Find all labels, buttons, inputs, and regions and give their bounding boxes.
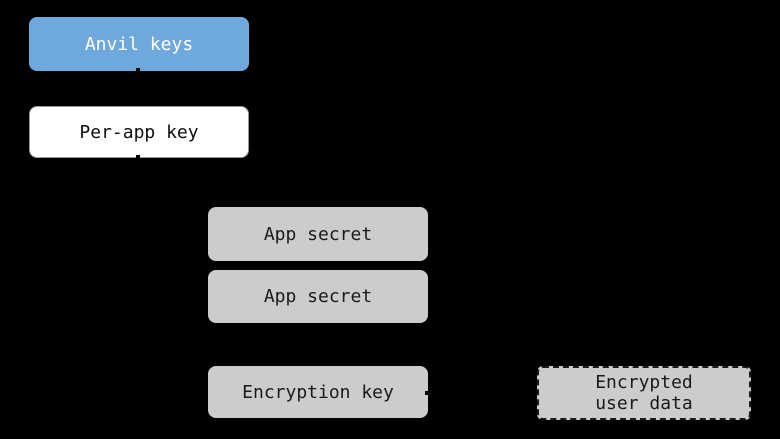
connector-tick-below-anvil-keys — [136, 68, 140, 74]
encrypted-user-data-label: Encrypted user data — [595, 372, 693, 414]
anvil-keys-node: Anvil keys — [29, 17, 249, 71]
per-app-key-node: Per-app key — [29, 106, 249, 158]
anvil-keys-label: Anvil keys — [84, 33, 194, 55]
connector-tick-right-of-encryption-key — [425, 391, 431, 395]
encrypted-user-data-node: Encrypted user data — [537, 366, 751, 420]
app-secret-2-label: App secret — [263, 286, 373, 307]
app-secret-node-1: App secret — [208, 207, 428, 261]
encryption-key-node: Encryption key — [208, 366, 428, 418]
app-secret-1-label: App secret — [263, 223, 373, 245]
connector-tick-below-per-app-key — [136, 155, 140, 161]
encryption-key-label: Encryption key — [242, 381, 394, 403]
per-app-key-label: Per-app key — [79, 121, 199, 143]
app-secret-node-2: App secret — [208, 270, 428, 323]
